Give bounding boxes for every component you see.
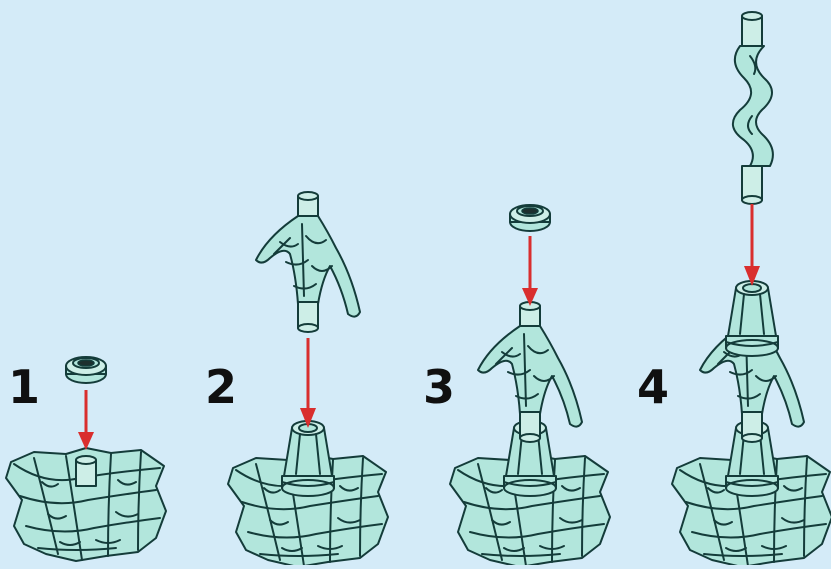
step-number-2: 2 — [205, 364, 236, 410]
step-number-1: 1 — [8, 364, 39, 410]
cone-icon — [282, 421, 334, 496]
step-2-diagram — [228, 192, 388, 565]
step-3-diagram — [450, 205, 610, 565]
round-plate-icon — [66, 357, 106, 383]
stud-post — [76, 456, 96, 486]
step-number-3: 3 — [423, 364, 454, 410]
step-number-4: 4 — [637, 364, 668, 410]
web-piece-icon — [478, 302, 582, 442]
wavy-bar-icon — [733, 12, 773, 204]
web-piece-icon — [256, 192, 360, 332]
round-plate-icon — [510, 205, 550, 231]
step-4-diagram — [672, 12, 831, 565]
cone-icon — [726, 281, 778, 356]
